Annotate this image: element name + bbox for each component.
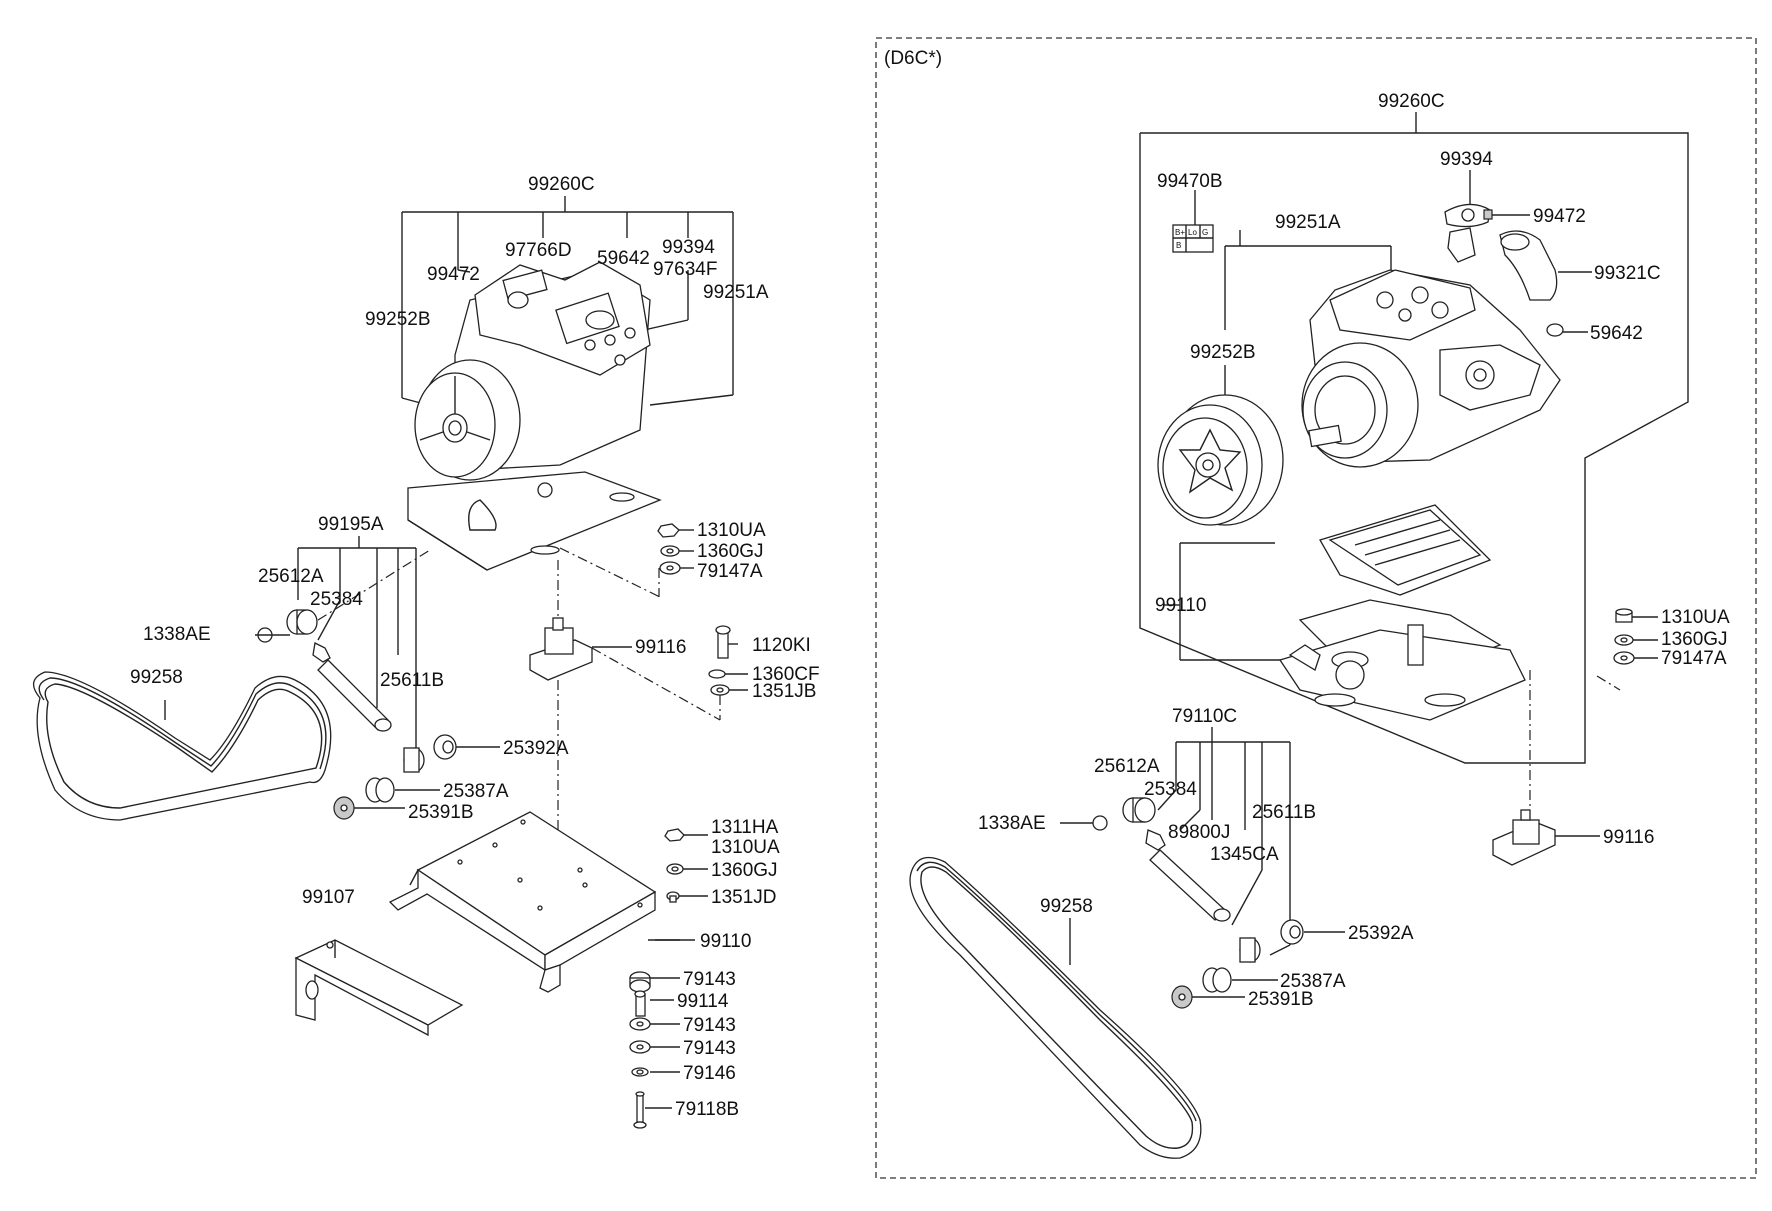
left-assembly: 99260C 99472 97766D 59642 99394 97634F 9… bbox=[33, 174, 820, 1129]
connector-pin-b: B bbox=[1176, 241, 1181, 250]
label-r-99472: 99472 bbox=[1533, 206, 1586, 227]
label-r-25387a: 25387A bbox=[1280, 971, 1346, 992]
label-r-99260c: 99260C bbox=[1378, 91, 1445, 112]
label-r-99258: 99258 bbox=[1040, 896, 1093, 917]
label-25387a: 25387A bbox=[443, 781, 509, 802]
label-25392a: 25392A bbox=[503, 738, 569, 759]
label-r-25612a: 25612A bbox=[1094, 756, 1160, 777]
label-r-25392a: 25392A bbox=[1348, 923, 1414, 944]
right-belt bbox=[909, 856, 1202, 1159]
label-r-99470b: 99470B bbox=[1157, 171, 1223, 192]
left-label-leaders bbox=[164, 529, 748, 1109]
label-99251a: 99251A bbox=[703, 282, 769, 303]
label-1351jb: 1351JB bbox=[752, 681, 816, 702]
label-1310ua-b: 1310UA bbox=[711, 837, 780, 858]
label-r-99252b: 99252B bbox=[1190, 342, 1256, 363]
right-mount-plate bbox=[1164, 504, 1526, 721]
label-79143-a: 79143 bbox=[683, 969, 736, 990]
right-fitting-99394 bbox=[1444, 170, 1530, 263]
label-99110: 99110 bbox=[700, 931, 751, 952]
right-connector-99470b: B+ Lo G B bbox=[1172, 190, 1214, 253]
right-tensioner-parts bbox=[1060, 797, 1345, 1009]
label-99252b: 99252B bbox=[365, 309, 431, 330]
label-25612a: 25612A bbox=[258, 566, 324, 587]
label-r-1345ca: 1345CA bbox=[1210, 844, 1279, 865]
label-r-99321c: 99321C bbox=[1594, 263, 1661, 284]
variant-label: (D6C*) bbox=[884, 48, 942, 69]
left-compressor bbox=[407, 261, 662, 571]
label-99258: 99258 bbox=[130, 667, 183, 688]
left-bracket-99107 bbox=[294, 939, 464, 1037]
label-1120ki: 1120KI bbox=[752, 635, 811, 656]
label-1360gj: 1360GJ bbox=[697, 541, 764, 562]
label-r-79147a: 79147A bbox=[1661, 648, 1727, 669]
label-r-25384: 25384 bbox=[1144, 779, 1197, 800]
label-r-89800j: 89800J bbox=[1168, 822, 1230, 843]
label-97766d: 97766D bbox=[505, 240, 572, 261]
label-99116: 99116 bbox=[635, 637, 686, 658]
left-belt bbox=[33, 671, 332, 821]
label-99472: 99472 bbox=[427, 264, 480, 285]
label-59642: 59642 bbox=[597, 248, 650, 269]
label-r-1338ae: 1338AE bbox=[978, 813, 1046, 834]
right-79110c-leader bbox=[1157, 727, 1291, 956]
connector-pin-g: G bbox=[1202, 228, 1208, 237]
label-99195a: 99195A bbox=[318, 514, 384, 535]
left-frame bbox=[388, 811, 657, 993]
label-r-25391b: 25391B bbox=[1248, 989, 1314, 1010]
connector-pin-lo: Lo bbox=[1188, 228, 1197, 237]
label-r-99110: 99110 bbox=[1155, 595, 1206, 616]
label-r-59642: 59642 bbox=[1590, 323, 1643, 344]
label-99114: 99114 bbox=[677, 991, 729, 1012]
label-r-79110c: 79110C bbox=[1172, 706, 1237, 727]
variant-frame bbox=[875, 37, 1757, 1179]
label-r-25611b: 25611B bbox=[1252, 802, 1316, 823]
label-r-99394: 99394 bbox=[1440, 149, 1493, 170]
label-99260c: 99260C bbox=[528, 174, 595, 195]
label-97634f: 97634F bbox=[653, 259, 717, 280]
label-r-99116: 99116 bbox=[1603, 827, 1654, 848]
label-1351jd: 1351JD bbox=[711, 887, 777, 908]
right-elbow-99321c bbox=[1499, 230, 1592, 301]
left-tensioner-parts bbox=[257, 609, 457, 820]
label-r-99251a: 99251A bbox=[1275, 212, 1341, 233]
label-99107: 99107 bbox=[302, 887, 355, 908]
label-79147a: 79147A bbox=[697, 561, 763, 582]
right-99260c-outline bbox=[1139, 112, 1689, 764]
label-1311ha: 1311HA bbox=[711, 817, 779, 838]
label-1310ua: 1310UA bbox=[697, 520, 766, 541]
label-1338ae: 1338AE bbox=[143, 624, 211, 645]
label-r-1360gj: 1360GJ bbox=[1661, 629, 1728, 650]
label-79143-c: 79143 bbox=[683, 1038, 736, 1059]
label-1360gj-b: 1360GJ bbox=[711, 860, 778, 881]
label-99394: 99394 bbox=[662, 237, 715, 258]
label-79143-b: 79143 bbox=[683, 1015, 736, 1036]
label-79118b: 79118B bbox=[675, 1099, 739, 1120]
label-79146: 79146 bbox=[683, 1063, 736, 1084]
label-r-1310ua: 1310UA bbox=[1661, 607, 1730, 628]
label-25611b: 25611B bbox=[380, 670, 444, 691]
right-compressor bbox=[1157, 269, 1564, 526]
label-25384: 25384 bbox=[310, 589, 363, 610]
right-assembly: (D6C*) B+ Lo G B bbox=[875, 37, 1757, 1179]
right-mount-hardware bbox=[1492, 608, 1658, 866]
connector-pin-bplus: B+ bbox=[1175, 228, 1185, 237]
label-1360cf: 1360CF bbox=[752, 664, 820, 685]
label-25391b: 25391B bbox=[408, 802, 474, 823]
